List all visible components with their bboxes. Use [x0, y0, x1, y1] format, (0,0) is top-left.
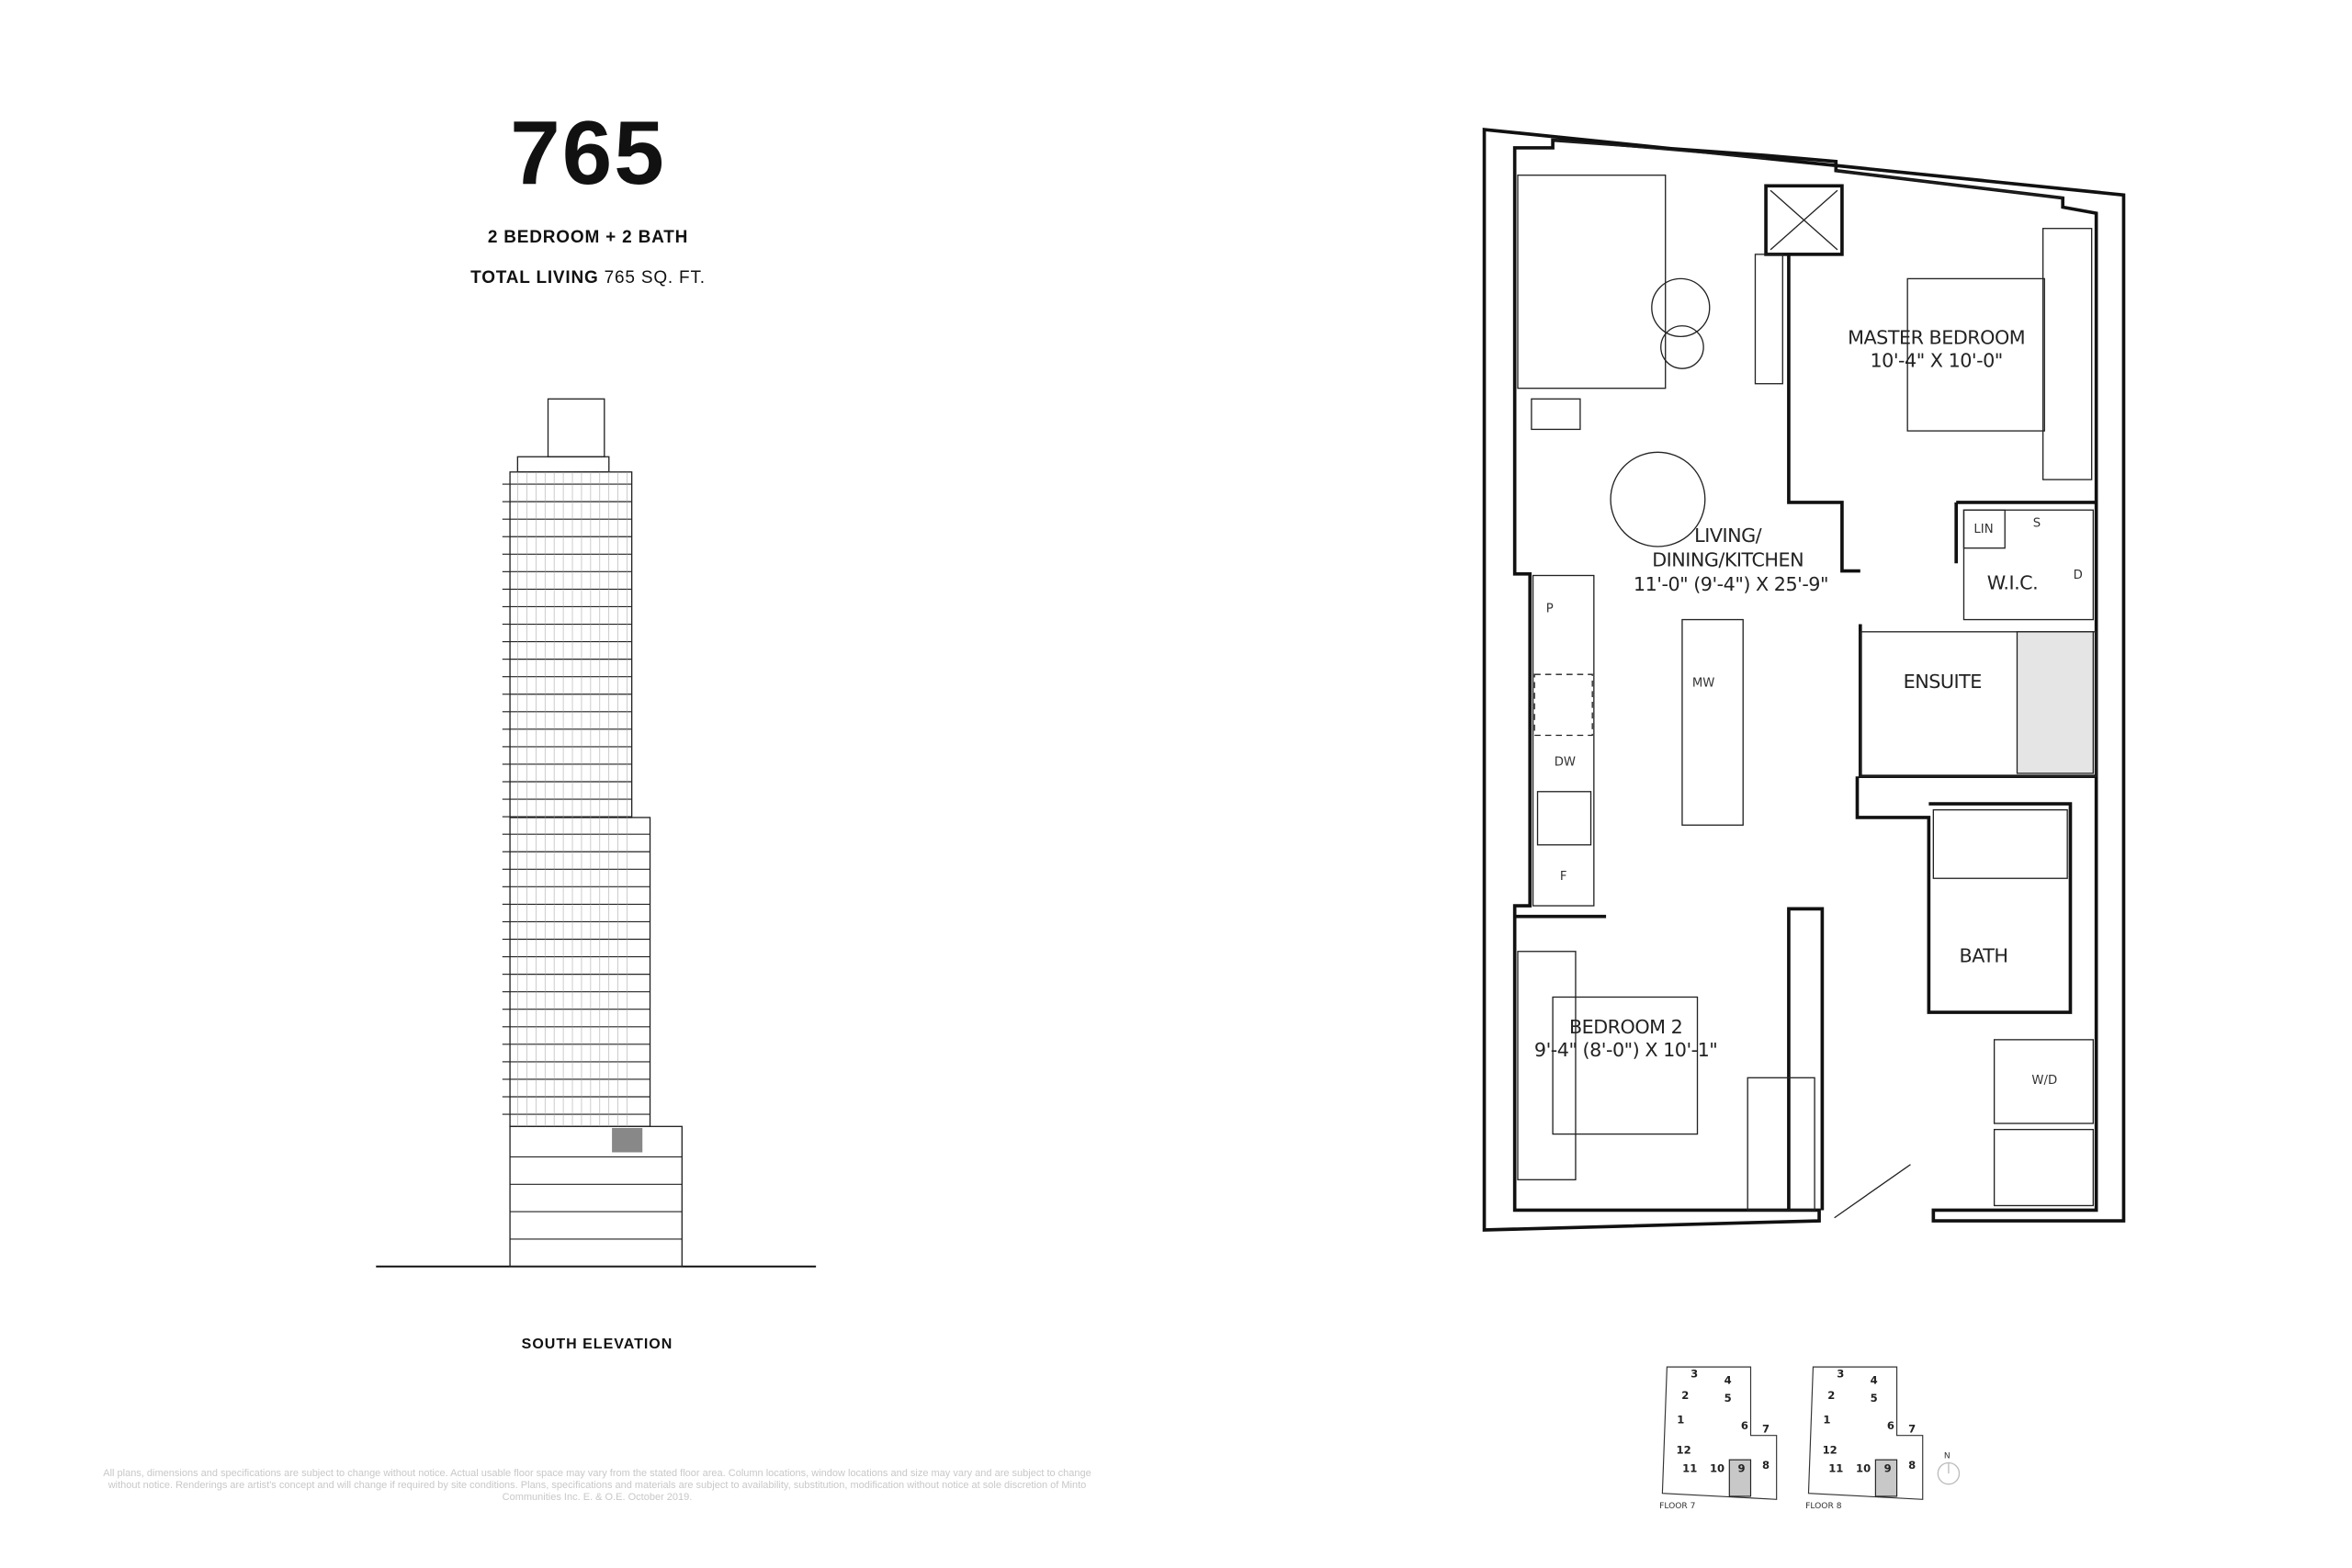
keyplan-unit: 4	[1724, 1373, 1732, 1386]
disclaimer: All plans, dimensions and specifications…	[103, 1468, 1091, 1503]
living-label-2: DINING/KITCHEN	[1652, 549, 1804, 571]
ensuite-label: ENSUITE	[1904, 671, 1982, 693]
elevation-label: SOUTH ELEVATION	[521, 1337, 673, 1352]
master-bedroom-label: MASTER BEDROOM	[1848, 327, 2025, 349]
south-elevation-drawing	[376, 398, 817, 1268]
keyplan-unit: 11	[1682, 1461, 1697, 1474]
keyplan-unit: 5	[1871, 1392, 1878, 1404]
living-label-1: LIVING/	[1694, 525, 1761, 547]
north-arrow-icon: N	[1937, 1452, 1961, 1485]
keyplan-unit: 12	[1823, 1444, 1838, 1457]
keyplan-unit: 7	[1762, 1422, 1770, 1435]
keyplan-unit: 6	[1887, 1419, 1894, 1432]
fixture-f: F	[1560, 870, 1567, 884]
keyplan-unit: 3	[1690, 1368, 1698, 1381]
fixture-wd: W/D	[2031, 1074, 2057, 1088]
fixture-p: P	[1546, 602, 1554, 615]
keyplan-unit: 2	[1827, 1389, 1835, 1402]
keyplan-label: FLOOR 7	[1659, 1502, 1696, 1511]
total-living-label: TOTAL LIVING	[470, 268, 599, 288]
keyplan-unit: 4	[1871, 1373, 1878, 1386]
keyplan-unit: 3	[1837, 1368, 1844, 1381]
fixture-mw: MW	[1692, 676, 1715, 690]
keyplan-unit: 10	[1856, 1461, 1871, 1474]
keyplan-unit: 10	[1710, 1461, 1724, 1474]
keyplan-unit: 8	[1762, 1459, 1770, 1472]
fixture-lin: LIN	[1973, 523, 1993, 536]
fixture-dw: DW	[1555, 756, 1576, 770]
keyplan-unit: 1	[1823, 1413, 1830, 1426]
bath-label: BATH	[1960, 944, 2008, 966]
keyplan-unit: 11	[1828, 1461, 1843, 1474]
keyplan-unit: 9	[1738, 1461, 1746, 1474]
total-living-value: 765 SQ. FT.	[604, 268, 706, 288]
unit-name: 765	[510, 102, 666, 203]
keyplan-unit: 1	[1677, 1413, 1684, 1426]
master-bedroom-dims: 10'-4" X 10'-0"	[1871, 349, 2003, 371]
highlighted-unit	[1874, 1459, 1898, 1497]
keyplan-unit: 9	[1884, 1461, 1892, 1474]
keyplan-label: FLOOR 8	[1805, 1502, 1842, 1511]
bedroom2-dims: 9'-4" (8'-0") X 10'-1"	[1534, 1039, 1717, 1061]
fixture-d: D	[2074, 569, 2083, 582]
keyplan-unit: 2	[1681, 1389, 1689, 1402]
highlighted-unit	[1728, 1459, 1752, 1497]
floor-plan	[1482, 127, 2126, 1232]
keyplan-unit: 5	[1724, 1392, 1732, 1404]
unit-type: 2 BEDROOM + 2 BATH	[487, 228, 689, 247]
fixture-s: S	[2033, 516, 2041, 530]
wic-label: W.I.C.	[1987, 571, 2038, 593]
total-living: TOTAL LIVING 765 SQ. FT.	[404, 268, 772, 288]
north-label: N	[1944, 1452, 1951, 1461]
living-dims: 11'-0" (9'-4") X 25'-9"	[1634, 573, 1828, 595]
keyplan-unit: 7	[1908, 1422, 1916, 1435]
keyplan-unit: 8	[1908, 1459, 1916, 1472]
keyplan-unit: 6	[1741, 1419, 1748, 1432]
keyplan-unit: 12	[1677, 1444, 1691, 1457]
bedroom2-label: BEDROOM 2	[1569, 1016, 1682, 1038]
